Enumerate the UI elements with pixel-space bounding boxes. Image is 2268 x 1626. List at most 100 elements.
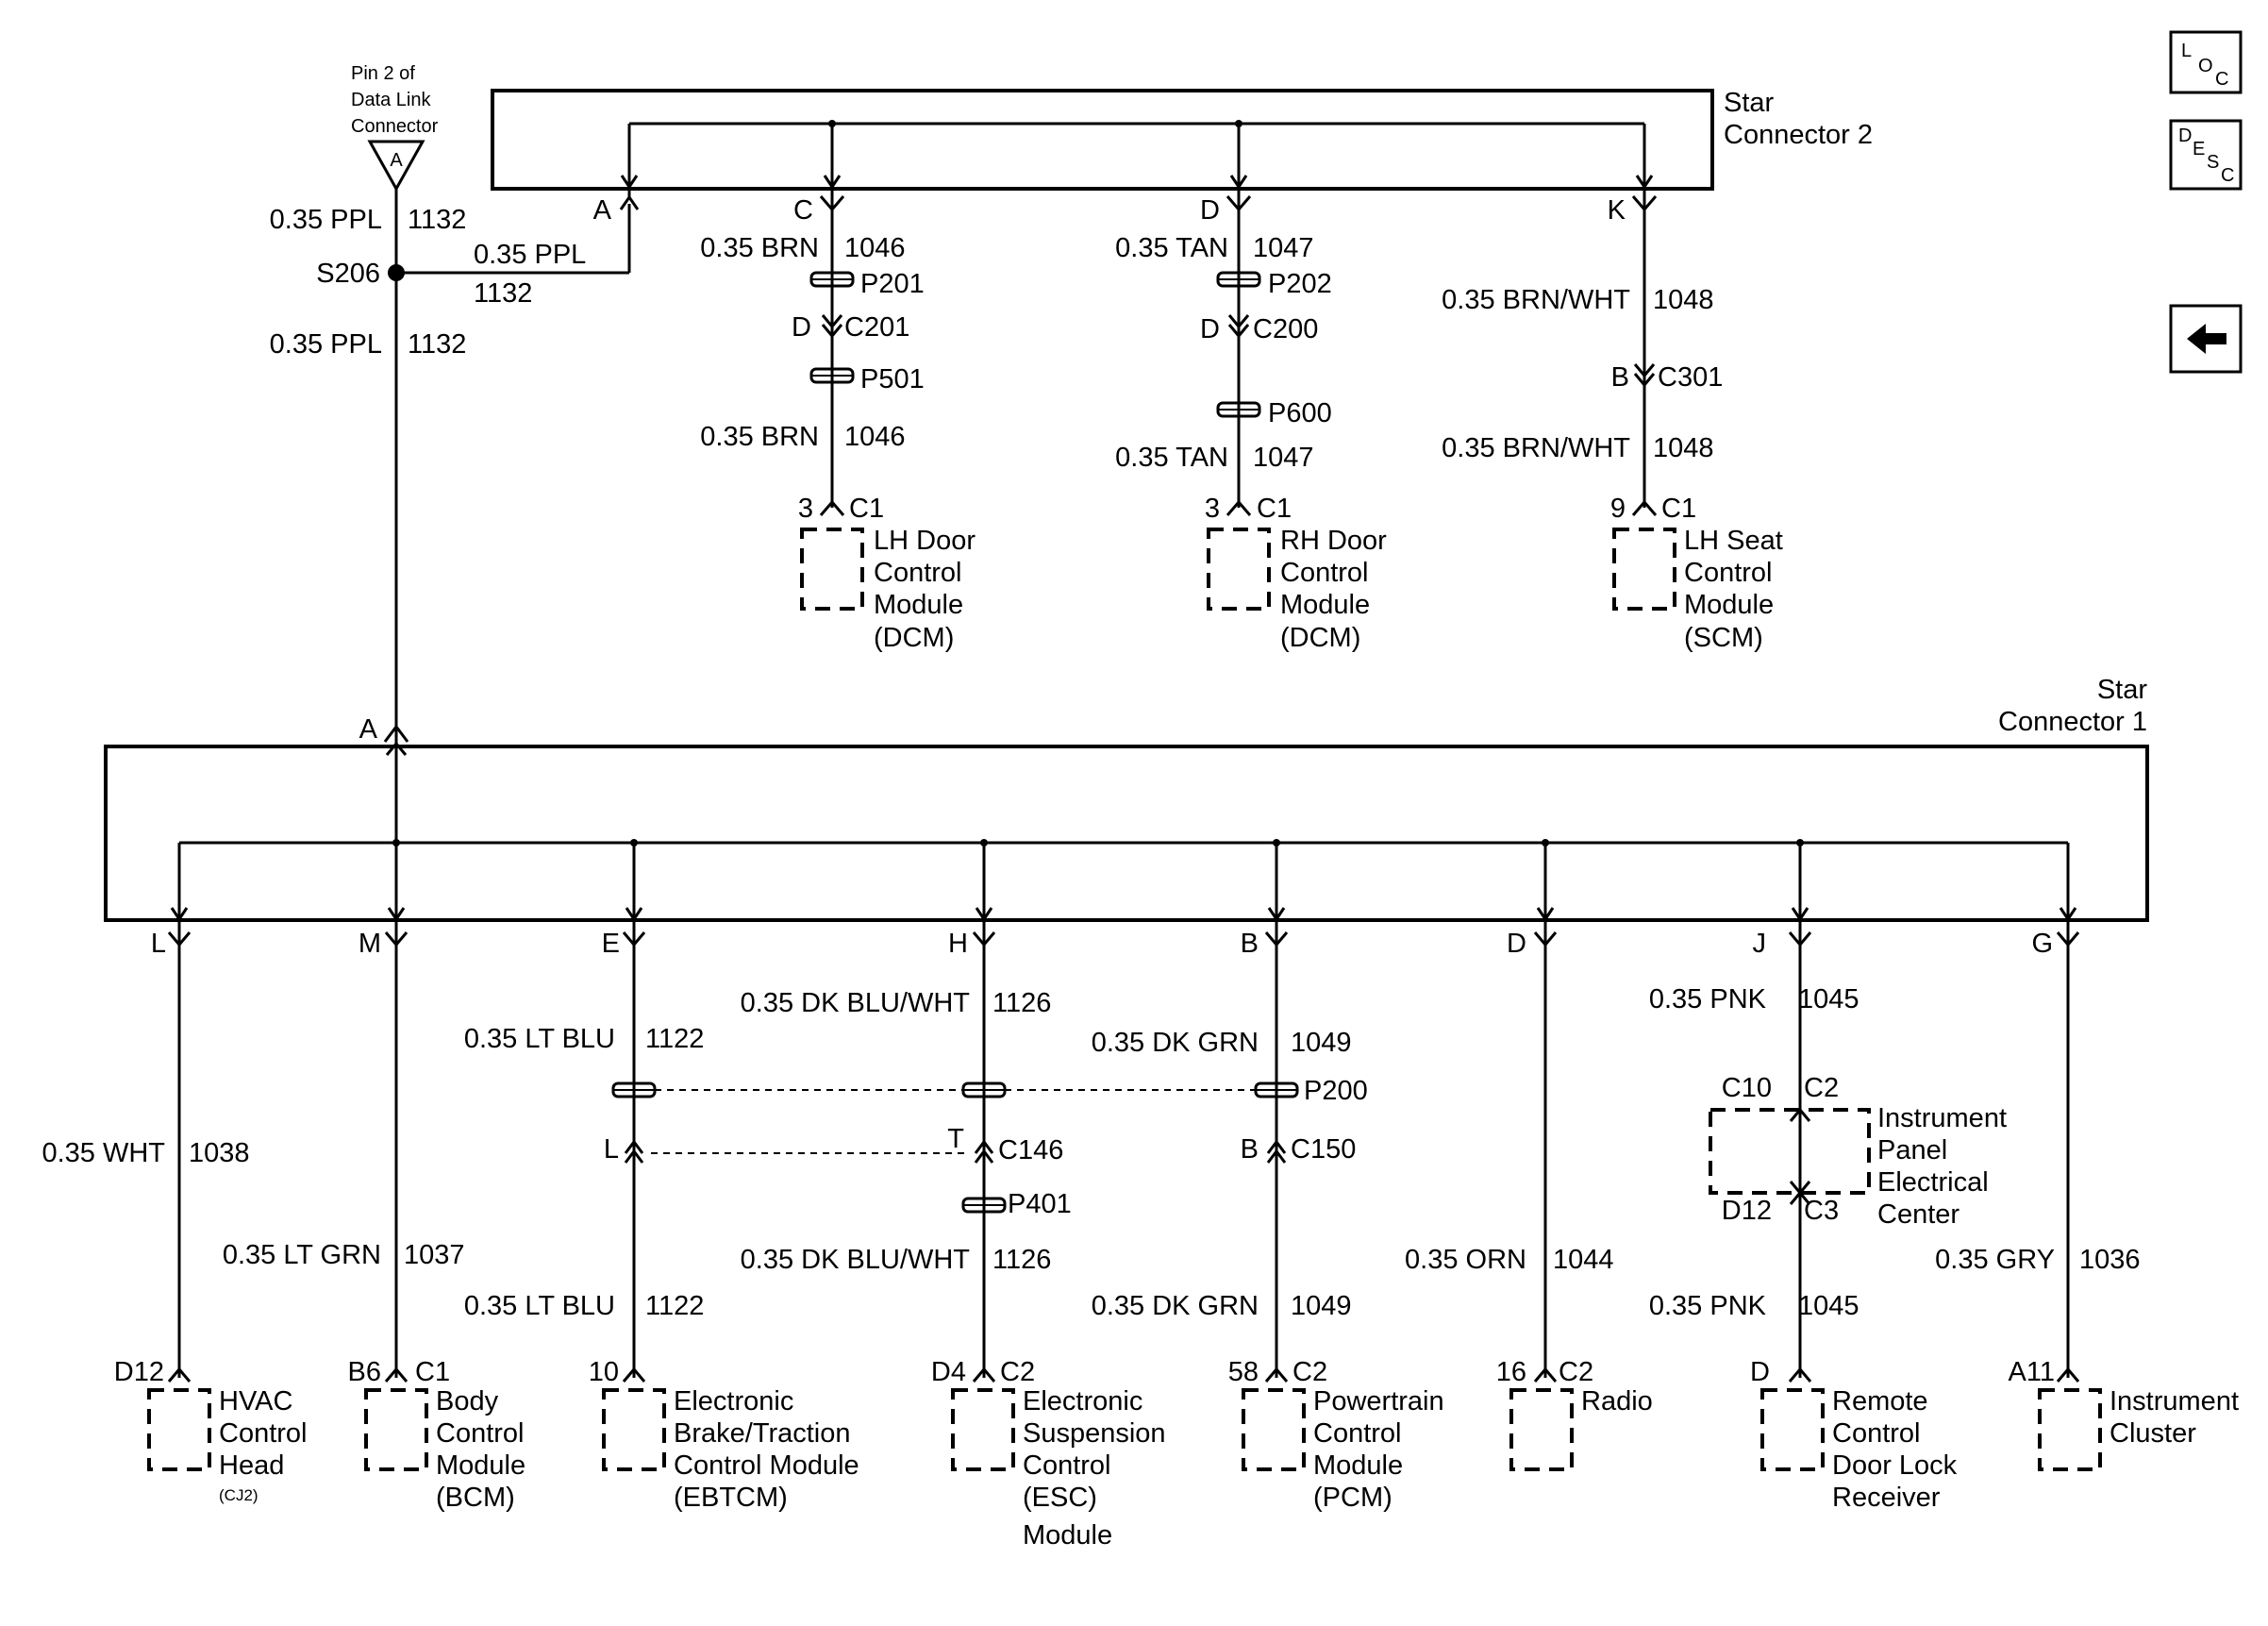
dlc-label-2: Data Link [351,90,431,110]
lh-door-module-conn: C1 [849,494,884,524]
wire-1132-top-circuit: 1132 [408,205,466,235]
star-1-pin-j: J [1753,929,1767,959]
pcm-name2: Control [1313,1418,1402,1449]
lh-door-wire1-color: 0.35 BRN [700,233,819,263]
esc-wire2-color: 0.35 DK BLU/WHT [741,1245,971,1275]
esc-conn-pin: T [947,1124,964,1154]
ebtcm-name2: Brake/Traction [674,1418,851,1449]
star-connector-2: Star Connector 2 [491,88,1873,191]
rcdlr-module-box [1760,1388,1825,1471]
rh-door-name3: Module [1280,590,1370,620]
hvac-module-box [147,1388,211,1471]
lh-door-wire2-circuit: 1046 [844,422,906,452]
svg-text:C: C [2221,165,2234,186]
left-arrow-icon [2187,324,2226,354]
esc-wire1-circuit: 1126 [992,988,1051,1018]
ebtcm-name1: Electronic [674,1386,793,1416]
ipec-name1: Instrument [1877,1103,2007,1133]
lh-seat-name1: LH Seat [1684,526,1783,556]
rh-door-wire1-circuit: 1047 [1253,233,1314,263]
ipec-name3: Electrical [1877,1167,1989,1198]
bcm-name1: Body [436,1386,499,1416]
hvac-name4: (CJ2) [219,1486,258,1504]
hvac-wire-circuit: 1038 [189,1138,250,1168]
ipec-name4: Center [1877,1199,1959,1230]
svg-text:O: O [2198,56,2213,76]
pcm-wire2-color: 0.35 DK GRN [1092,1291,1259,1321]
lh-seat-module-conn: C1 [1661,494,1696,524]
bcm-name4: (BCM) [436,1483,515,1513]
star-1-label-line2: Connector 1 [1998,707,2147,737]
lh-seat-name4: (SCM) [1684,623,1763,653]
hvac-name1: HVAC [219,1386,292,1416]
cluster-module-box [2038,1388,2102,1471]
pcm-wire1-circuit: 1049 [1291,1028,1352,1058]
lh-seat-conn-pin: B [1611,362,1629,393]
lh-door-splice1: P201 [860,269,925,299]
rcdlr-module-pin: D [1750,1357,1770,1387]
bcm-name2: Control [436,1418,525,1449]
rcdlr-name1: Remote [1832,1386,1928,1416]
lh-door-conn: C201 [844,312,909,343]
esc-module-box [951,1388,1015,1471]
rcdlr-name2: Control [1832,1418,1921,1449]
star-1-pin-m: M [359,929,381,959]
lh-door-wire1-circuit: 1046 [844,233,906,263]
svg-text:E: E [2193,139,2205,159]
ebtcm-wire2-circuit: 1122 [645,1291,704,1321]
radio-name: Radio [1581,1386,1653,1416]
esc-wire1-color: 0.35 DK BLU/WHT [741,988,971,1018]
lh-seat-name3: Module [1684,590,1774,620]
rh-door-wire2-circuit: 1047 [1253,443,1314,473]
ebtcm-module-pin: 10 [589,1357,619,1387]
ebtcm-module-box [602,1388,666,1471]
ipec-pin-top: C10 [1722,1073,1772,1103]
dlc-pin: A [390,150,403,171]
dlc-label-3: Connector [351,116,439,137]
wire-1132-branch-color: 0.35 PPL [474,240,586,270]
ebtcm-wire1-color: 0.35 LT BLU [464,1024,615,1054]
data-link-connector: Pin 2 of Data Link Connector A [351,63,439,193]
star-connector-1: Star Connector 1 A [104,675,2149,922]
bcm-module-pin: B6 [348,1357,381,1387]
radio-module-box [1509,1388,1574,1471]
esc-module-pin: D4 [931,1357,966,1387]
hvac-name3: Head [219,1450,284,1481]
star-1-pin-l: L [151,929,166,959]
radio-wire-color: 0.35 ORN [1405,1245,1526,1275]
ipec-name2: Panel [1877,1135,1947,1165]
bcm-name3: Module [436,1450,525,1481]
rh-door-circuit: D 0.35 TAN 1047 P202 D C200 P600 0.35 TA… [1115,189,1387,653]
lh-seat-module-box [1612,528,1676,611]
bcm-wire-circuit: 1037 [404,1240,465,1270]
ipec-conn-bottom: C3 [1804,1196,1839,1226]
pcm-name3: Module [1313,1450,1403,1481]
hvac-wire-color: 0.35 WHT [42,1138,165,1168]
esc-name1: Electronic [1023,1386,1142,1416]
desc-button[interactable]: D E S C [2169,119,2243,191]
star-2-label-line1: Star [1724,88,1775,118]
pcm-wire2-circuit: 1049 [1291,1291,1352,1321]
lh-seat-circuit: K 0.35 BRN/WHT 1048 B C301 0.35 BRN/WHT … [1442,189,1783,653]
lh-door-wire2-color: 0.35 BRN [700,422,819,452]
esc-name5: Module [1023,1520,1112,1551]
star-1-pin-a: A [359,714,378,745]
cluster-name1: Instrument [2110,1386,2239,1416]
rh-door-module-conn: C1 [1257,494,1292,524]
back-button[interactable] [2169,304,2243,374]
rh-door-wire1-color: 0.35 TAN [1115,233,1228,263]
star-1-label-line1: Star [2097,675,2148,705]
star-1-pin-b: B [1241,929,1259,959]
pcm-module-pin: 58 [1228,1357,1259,1387]
lh-door-circuit: C 0.35 BRN 1046 P201 D C201 P501 0.35 BR… [700,189,976,653]
star-2-pin-c: C [793,195,813,226]
loc-button[interactable]: L O C [2169,30,2243,94]
ebtcm-name4: (EBTCM) [674,1483,788,1513]
star-connector-1-box [104,745,2149,922]
rh-door-splice2: P600 [1268,398,1332,428]
rh-door-splice1: P202 [1268,269,1332,299]
star-2-pin-k: K [1608,195,1626,226]
wire-1132-bottom-color: 0.35 PPL [270,329,382,360]
cluster-wire-circuit: 1036 [2079,1245,2141,1275]
